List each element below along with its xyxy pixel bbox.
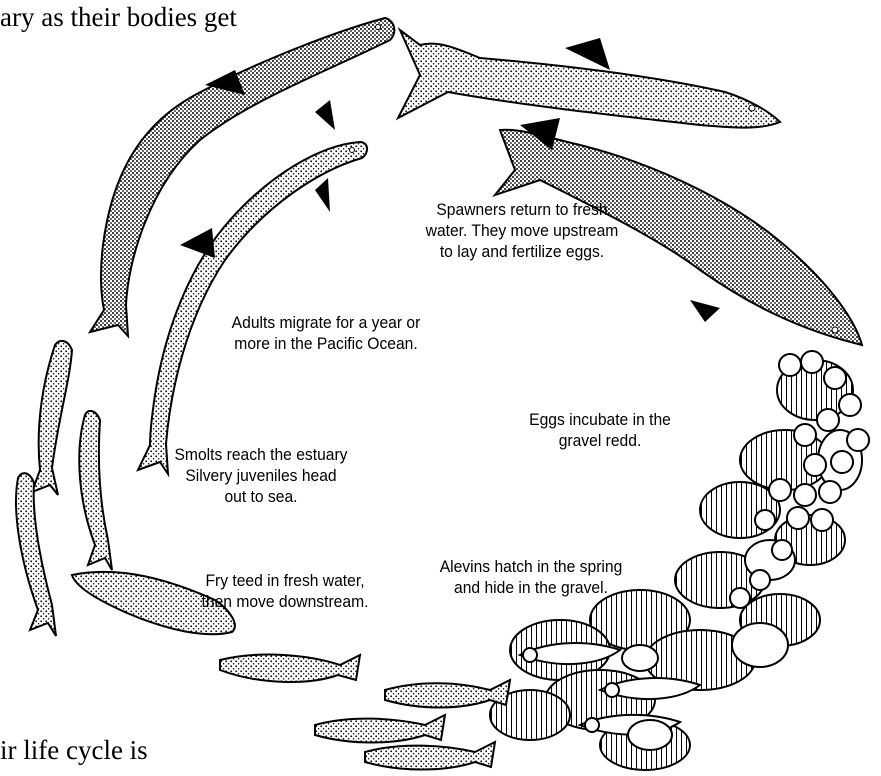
caption-spawners: Spawners return to fresh water. They mov… [412, 199, 633, 262]
caption-smolts: Smolts reach the estuary Silvery juvenil… [155, 444, 367, 507]
adult-salmon-small [138, 142, 367, 474]
spawner-salmon-top [398, 30, 780, 128]
caption-alevins: Alevins hatch in the spring and hide in … [421, 556, 642, 598]
caption-eggs: Eggs incubate in the gravel redd. [517, 409, 683, 451]
caption-fry: Fry teed in fresh water, then move downs… [184, 570, 386, 612]
adult-salmon-large [90, 18, 394, 336]
caption-adults: Adults migrate for a year or more in the… [206, 312, 445, 354]
